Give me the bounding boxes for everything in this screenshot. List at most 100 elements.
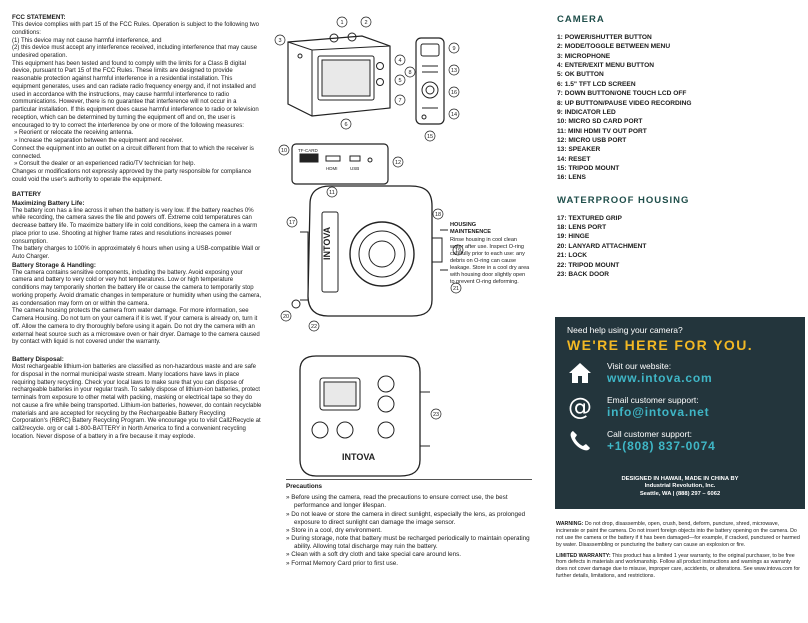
callout-13-text: 13 <box>451 68 457 74</box>
website-label: Visit our website: <box>607 361 672 371</box>
callout-16-text: 16 <box>451 90 457 96</box>
fcc-bullet-3: » Consult the dealer or an experienced r… <box>14 161 196 168</box>
battery-sub3: Battery Disposal: <box>12 356 64 364</box>
home-icon <box>567 361 593 385</box>
callout-11-text: 11 <box>329 190 335 196</box>
warning-block: WARNING: Do not drop, disassemble, open,… <box>556 521 802 580</box>
warning-label: WARNING: <box>556 521 584 527</box>
warranty-label: LIMITED WARRANTY: <box>556 552 611 559</box>
list-item: 12: MICRO USB PORT <box>557 136 627 144</box>
fcc-p6: Changes or modifications not expressly a… <box>12 169 252 183</box>
battery-sub1: Maximizing Battery Life: <box>12 199 85 207</box>
battery-p3: The camera contains sensitive components… <box>12 269 262 307</box>
list-item: 7: DOWN BUTTON/ONE TOUCH LCD OFF <box>557 90 687 98</box>
battery-heading: BATTERY <box>12 191 42 199</box>
manufacturer-info: DESIGNED IN HAWAII, MADE IN CHINA BY Ind… <box>555 476 805 499</box>
list-item: 9: INDICATOR LED <box>557 108 616 116</box>
fcc-p5: Connect the equipment into an outlet on … <box>12 145 254 160</box>
list-item: 23: BACK DOOR <box>557 270 610 278</box>
list-item: 20: LANYARD ATTACHMENT <box>557 242 647 250</box>
foot-line-1: DESIGNED IN HAWAII, MADE IN CHINA BY <box>621 475 739 482</box>
precaution-item: » Clean with a soft dry cloth and take s… <box>286 551 462 559</box>
list-item: 10: MICRO SD CARD PORT <box>557 118 643 126</box>
list-item: 8: UP BUTTON/PAUSE VIDEO RECORDING <box>557 99 692 107</box>
foot-line-2: Industrial Revolution, Inc. <box>644 483 716 490</box>
callout-11: 11 <box>326 186 338 198</box>
battery-p1: The battery icon has a line across it wh… <box>12 207 258 245</box>
camera-ports-view <box>291 143 389 185</box>
phone-link[interactable]: +1(808) 837-0074 <box>607 439 716 453</box>
callout-12: 12 <box>392 156 404 168</box>
housing-parts-list: 17: TEXTURED GRIP 18: LENS PORT 19: HING… <box>557 214 794 280</box>
list-item: 18: LENS PORT <box>557 224 607 232</box>
callout-10-text: 10 <box>281 148 287 154</box>
battery-p4: The camera housing protects the camera f… <box>12 308 260 346</box>
housing-back-view <box>299 355 430 477</box>
phone-row: Call customer support: +1(808) 837-0074 <box>567 429 797 453</box>
email-label: Email customer support: <box>607 395 699 405</box>
warning-text: WARNING: Do not drop, disassemble, open,… <box>556 521 802 549</box>
support-panel: Need help using your camera? WE'RE HERE … <box>555 317 805 509</box>
callout-9: 9 <box>448 42 460 54</box>
callout-markers: 1 2 3 4 5 6 7 8 9 10 11 12 13 14 15 16 1… <box>274 16 464 420</box>
email-link[interactable]: info@intova.net <box>607 405 710 419</box>
callout-14: 14 <box>448 108 460 120</box>
callout-18-text: 18 <box>435 212 441 218</box>
callout-17-text: 17 <box>289 220 295 226</box>
housing-front-logo: INTOVA <box>322 226 332 260</box>
housing-maint-text: Rinse housing in cool clean water after … <box>450 236 530 286</box>
email-row: @ Email customer support: info@intova.ne… <box>567 393 797 421</box>
website-row: Visit our website: www.intova.com <box>567 361 797 385</box>
list-item: 17: TEXTURED GRIP <box>557 214 622 222</box>
callout-2: 2 <box>360 16 372 28</box>
housing-back-logo: INTOVA <box>342 452 376 462</box>
warranty-body: This product has a limited 1 year warran… <box>556 552 801 580</box>
callout-8: 8 <box>404 66 416 78</box>
callout-20-text: 20 <box>283 314 289 320</box>
list-item: 6: 1.5" TFT LCD SCREEN <box>557 80 636 88</box>
callout-1: 1 <box>336 16 348 28</box>
help-tagline: WE'RE HERE FOR YOU. <box>567 337 754 353</box>
fcc-heading: FCC STATEMENT: <box>12 14 66 21</box>
callout-14-text: 14 <box>451 112 457 118</box>
list-item: 21: LOCK <box>557 252 588 260</box>
precautions-rule <box>286 479 532 480</box>
camera-parts-list: 1: POWER/SHUTTER BUTTON 2: MODE/TOGGLE B… <box>557 33 794 183</box>
callout-21: 21 <box>450 282 462 294</box>
callout-22: 22 <box>308 320 320 332</box>
list-item: 15: TRIPOD MOUNT <box>557 165 620 173</box>
callout-6: 6 <box>340 118 352 130</box>
list-item: 22: TRIPOD MOUNT <box>557 261 620 269</box>
battery-p5: Most rechargeable lithium-ion batteries … <box>12 364 262 440</box>
callout-12-text: 12 <box>395 160 401 166</box>
fcc-p1: This device complies with part 15 of the… <box>12 22 260 36</box>
callout-21-text: 21 <box>453 286 459 292</box>
phone-icon <box>567 429 593 453</box>
callout-15-text: 15 <box>427 134 433 140</box>
housing-front-view <box>291 185 448 317</box>
fcc-bullet-1: » Reorient or relocate the receiving ant… <box>14 130 134 137</box>
precaution-item: » Format Memory Card prior to first use. <box>286 559 398 567</box>
list-item: 11: MINI HDMI TV OUT PORT <box>557 127 647 135</box>
housing-maintenance: HOUSING MAINTENENCE Rinse housing in coo… <box>450 222 530 287</box>
callout-7: 7 <box>394 94 406 106</box>
callout-13: 13 <box>448 64 460 76</box>
callout-22-text: 22 <box>311 324 317 330</box>
callout-8-text: 8 <box>408 70 411 76</box>
list-item: 1: POWER/SHUTTER BUTTON <box>557 34 652 41</box>
battery-sub2: Battery Storage & Handling: <box>12 261 96 269</box>
callout-4: 4 <box>394 54 406 66</box>
callout-2-text: 2 <box>364 20 367 26</box>
camera-side-view <box>415 37 445 125</box>
warning-body: Do not drop, disassemble, open, crush, b… <box>556 521 800 548</box>
callout-3-text: 3 <box>278 38 281 44</box>
callout-23-text: 23 <box>433 412 439 418</box>
callout-1-text: 1 <box>340 20 343 26</box>
fcc-bullet-2: » Increase the separation between the eq… <box>14 138 184 145</box>
list-item: 5: OK BUTTON <box>557 71 604 79</box>
camera-title: CAMERA <box>557 14 605 25</box>
website-link[interactable]: www.intova.com <box>607 371 713 385</box>
callout-5: 5 <box>394 74 406 86</box>
help-question: Need help using your camera? <box>567 325 683 335</box>
precaution-item: » Before using the camera, read the prec… <box>286 494 508 510</box>
